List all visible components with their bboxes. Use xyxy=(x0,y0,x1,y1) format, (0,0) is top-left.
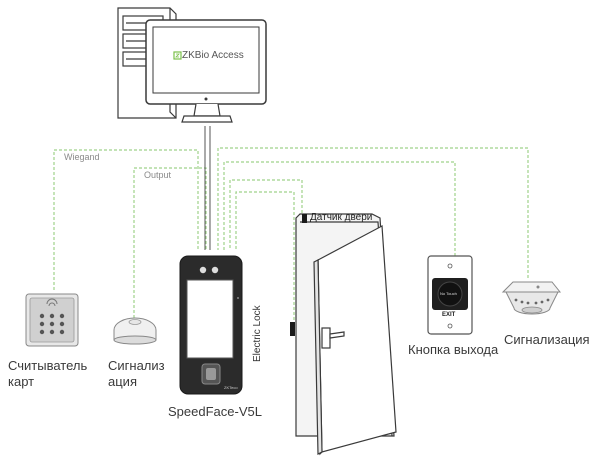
speedface-terminal xyxy=(179,255,243,395)
lock-wire xyxy=(235,191,295,320)
wiegand-wire xyxy=(53,149,199,290)
alarm-wire xyxy=(217,147,529,278)
siren-label-line2: ация xyxy=(108,374,137,389)
card-reader-label-line2: карт xyxy=(8,374,35,389)
wires xyxy=(53,147,529,320)
output-label: Output xyxy=(144,170,172,180)
output-wire xyxy=(133,167,207,318)
network-cable xyxy=(204,126,211,250)
exit-button-wire xyxy=(223,161,456,256)
no-touch-text: No Touch xyxy=(440,291,457,296)
siren xyxy=(113,317,157,345)
zkbio-logo-icon xyxy=(173,51,182,60)
monitor xyxy=(145,19,267,123)
alarm-label: Сигнализация xyxy=(504,332,590,347)
exit-button-device xyxy=(427,255,473,335)
door xyxy=(295,213,397,456)
zkbio-brand-text: ZKBio Access xyxy=(182,50,244,61)
wiegand-label: Wiegand xyxy=(64,152,100,162)
terminal-logo-text: ZKTeco xyxy=(224,385,238,390)
door-sensor-label: Датчик двери xyxy=(310,212,373,223)
door-sensor-marker xyxy=(302,214,307,223)
electric-lock-label: Electric Lock xyxy=(252,305,263,362)
ceiling-alarm xyxy=(501,281,562,315)
exit-button-label: Кнопка выхода xyxy=(408,342,499,357)
card-reader-label-line1: Считыватель xyxy=(8,358,88,373)
terminal-label: SpeedFace-V5L xyxy=(168,404,262,419)
card-reader-label: Считыватель карт xyxy=(8,358,87,390)
siren-label: Сигнализ ация xyxy=(108,358,165,390)
card-reader xyxy=(25,293,79,347)
door-sensor-wire xyxy=(229,179,303,250)
siren-label-line1: Сигнализ xyxy=(108,358,165,373)
exit-button-text: EXIT xyxy=(442,312,456,318)
electric-lock-marker xyxy=(290,322,295,336)
